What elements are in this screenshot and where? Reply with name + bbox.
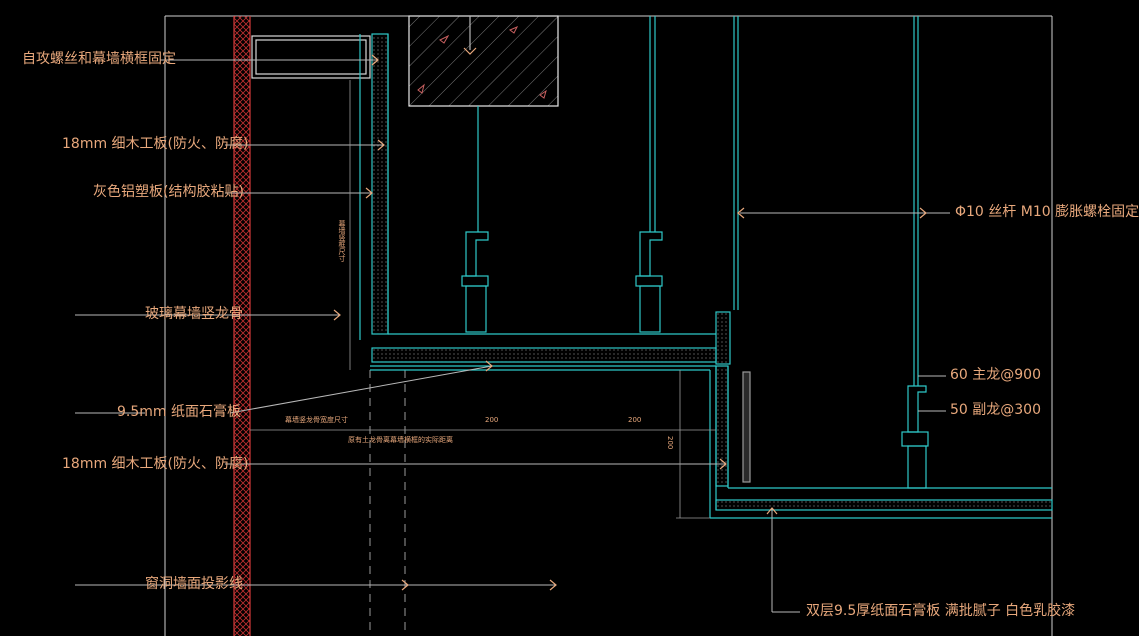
label-rod-bolt: Φ10 丝杆 M10 膨胀螺栓固定 [955,204,1139,220]
label-aluminum-panel: 灰色铝塑板(结构胶粘贴) [93,184,244,200]
dim-note-actual: 原有土龙骨离幕墙横框的实际距离 [348,436,453,444]
label-double-gypsum: 双层9.5厚纸面石膏板 满批腻子 白色乳胶漆 [806,603,1076,619]
hanger-brackets [461,231,929,489]
label-board-18-top: 18mm 细木工板(防火、防腐) [62,136,249,152]
step-panel [709,311,751,518]
suspension-rods [469,16,919,386]
existing-wall [233,16,251,636]
vertical-panel [359,33,389,340]
arrow-heads [333,47,927,591]
dim-width-200-b: 200 [628,416,642,424]
label-curtain-mullion: 玻璃幕墙竖龙骨 [145,306,243,322]
label-main-keel: 60 主龙@900 [950,367,1041,383]
dim-note-curtain: 幕墙竖龙骨宽度尺寸 [285,416,348,424]
dim-note-vertical: 幕墙竖框尺寸 [338,220,346,262]
dim-width-200-a: 200 [485,416,499,424]
label-board-18-bottom: 18mm 细木工板(防火、防腐) [62,456,249,472]
dimension-lines [250,80,716,519]
ceiling-detail-drawing [75,15,1053,636]
label-sub-keel: 50 副龙@300 [950,402,1041,418]
label-window-line: 窗洞墙面投影线 [145,576,243,592]
soffit-board [370,333,717,371]
label-screw-fix: 自攻螺丝和幕墙横框固定 [22,51,176,67]
label-gypsum-95: 9.5mm 纸面石膏板 [117,404,241,420]
window-projection-lines [369,370,406,636]
drawing-frame [164,15,1053,636]
dim-height-200: 200 [666,436,674,450]
concrete-beam [408,15,559,107]
leader-lines [75,59,950,613]
lower-ceiling [710,487,1053,519]
curtain-frame-box [251,35,371,79]
